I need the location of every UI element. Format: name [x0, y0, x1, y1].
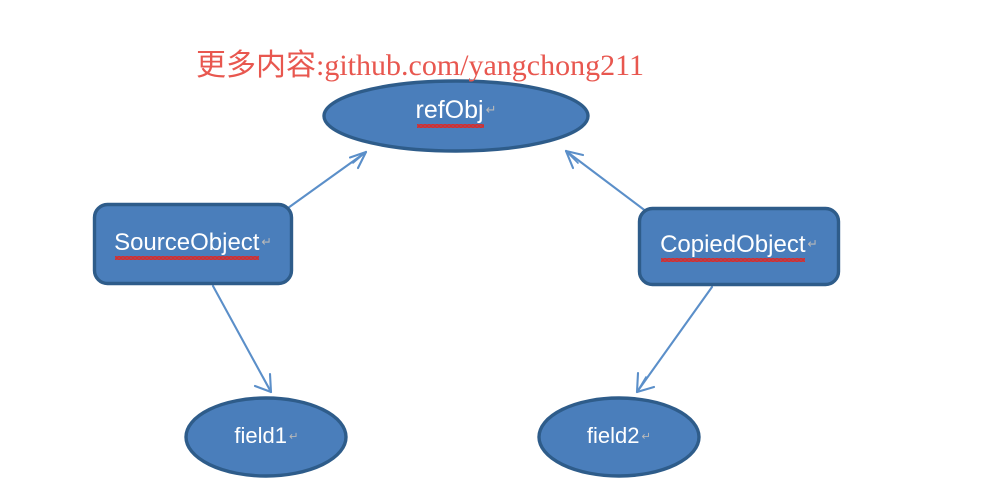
node-sourceobject-label-text: SourceObject [114, 229, 260, 260]
paragraph-mark-icon: ↵ [807, 236, 818, 252]
node-field2[interactable] [537, 396, 701, 478]
edge-source-to-field1 [211, 284, 273, 394]
node-field1[interactable] [184, 396, 348, 478]
paragraph-mark-icon: ↵ [261, 234, 272, 250]
edge-source-to-refobj [279, 150, 368, 215]
node-copiedobject[interactable] [637, 206, 841, 287]
node-sourceobject-label: SourceObject↵ [93, 229, 293, 260]
paragraph-mark-icon: ↵ [641, 428, 652, 443]
node-field1-label-text: field1 [234, 423, 287, 448]
node-sourceobject[interactable] [92, 202, 294, 286]
edge-copied-to-field2 [635, 285, 714, 394]
node-field1-label: field1↵ [185, 425, 348, 447]
node-copiedobject-label-text: CopiedObject [660, 231, 806, 262]
node-field2-label: field2↵ [538, 425, 700, 447]
edge-copied-to-refobj [564, 149, 653, 217]
node-field2-label-text: field2 [586, 423, 640, 448]
node-refobj-label: refObj↵ [322, 96, 590, 128]
node-refobj-label-text: refObj [415, 96, 484, 128]
node-refobj[interactable] [322, 79, 590, 153]
paragraph-mark-icon: ↵ [289, 428, 299, 443]
node-copiedobject-label: CopiedObject↵ [638, 231, 840, 262]
paragraph-mark-icon: ↵ [485, 103, 497, 119]
